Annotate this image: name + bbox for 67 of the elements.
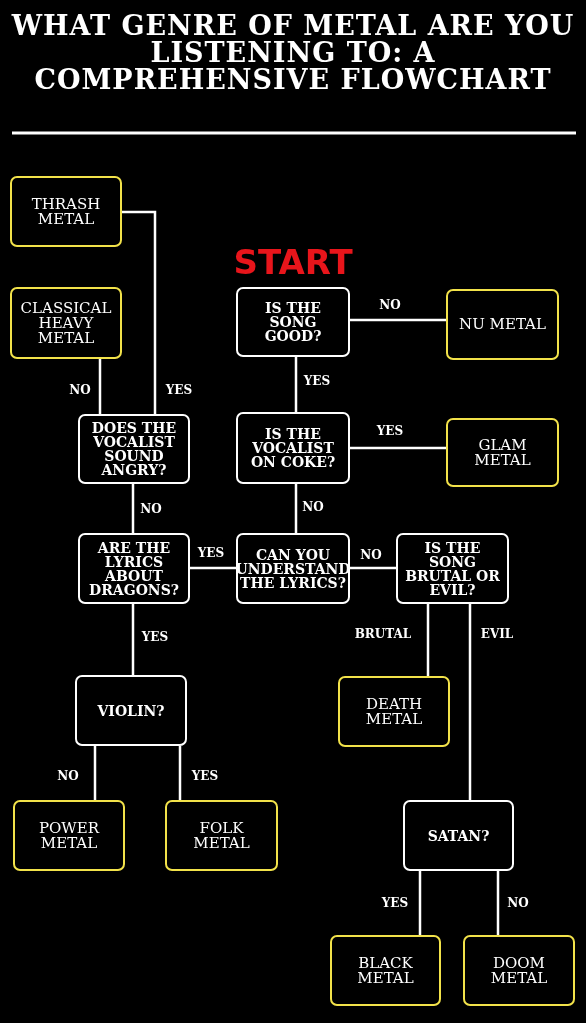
connector-line [131,604,135,675]
node-text: DOOM METAL [489,955,549,986]
connector-line [131,484,135,533]
connector-line [93,746,97,800]
connector-line [350,318,446,322]
connector-line [418,871,422,935]
question-box [236,533,350,604]
start-label: START [232,245,354,279]
question-box [78,414,190,484]
question-box [236,412,350,484]
node-text: IS THE SONG GOOD? [263,301,323,343]
connector-line [294,357,298,412]
edge-label: NO [302,500,324,514]
result-box [338,676,450,747]
node-text: FOLK METAL [192,820,251,851]
question-box [396,533,509,604]
connector-line [496,871,500,935]
node-text: DEATH METAL [364,696,424,727]
edge-label: YES [165,383,193,397]
node-text: VIOLIN? [97,703,165,718]
node-text: CLASSICAL HEAVY METAL [19,300,113,346]
edge-label: YES [303,374,331,388]
connector-line [468,604,472,800]
result-box [330,935,441,1006]
edge-label: YES [141,630,169,644]
node-text: POWER METAL [37,820,101,851]
connector-line [294,484,298,533]
edge-label: NO [69,383,91,397]
node-text: DOES THE VOCALIST SOUND ANGRY? [90,421,178,477]
edge-label: NO [507,896,529,910]
node-text: GLAM METAL [473,437,532,468]
title: WHAT GENRE OF METAL ARE YOU LISTENING TO: A COMPREHENSIVE FLOWCHART [10,12,576,93]
node-text: ARE THE LYRICS ABOUT DRAGONS? [88,540,180,597]
edge-label: BRUTAL [354,627,412,641]
connector-line [178,746,182,800]
result-box [463,935,575,1006]
node-text: CAN YOU UNDERSTAND THE LYRICS? [235,547,351,590]
node-text: THRASH METAL [30,196,102,227]
question-box [403,800,514,871]
edge-label: YES [197,546,225,560]
edge-label: YES [381,896,409,910]
connector-line [350,566,396,570]
edge-label: YES [191,769,219,783]
question-box [78,533,190,604]
node-text: SATAN? [427,828,490,843]
result-box [13,800,125,871]
edge-label: NO [360,548,382,562]
edge-label: NO [57,769,79,783]
node-text: NU METAL [459,317,546,332]
connector-line [190,566,236,570]
result-box [165,800,278,871]
edge-label: EVIL [480,627,514,641]
connector-line [122,210,157,414]
node-text: BLACK METAL [356,955,415,986]
result-box [10,176,122,247]
node-text: IS THE VOCALIST ON COKE? [249,427,337,469]
result-box [446,289,559,360]
edge-label: YES [376,424,404,438]
edge-label: NO [379,298,401,312]
node-text: IS THE SONG BRUTAL OR EVIL? [404,540,501,597]
connector-line [426,604,430,676]
connector-line [350,446,446,450]
result-box [10,287,122,359]
result-box [446,418,559,487]
question-box [75,675,187,746]
connector-line [98,359,102,414]
edge-label: NO [140,502,162,516]
